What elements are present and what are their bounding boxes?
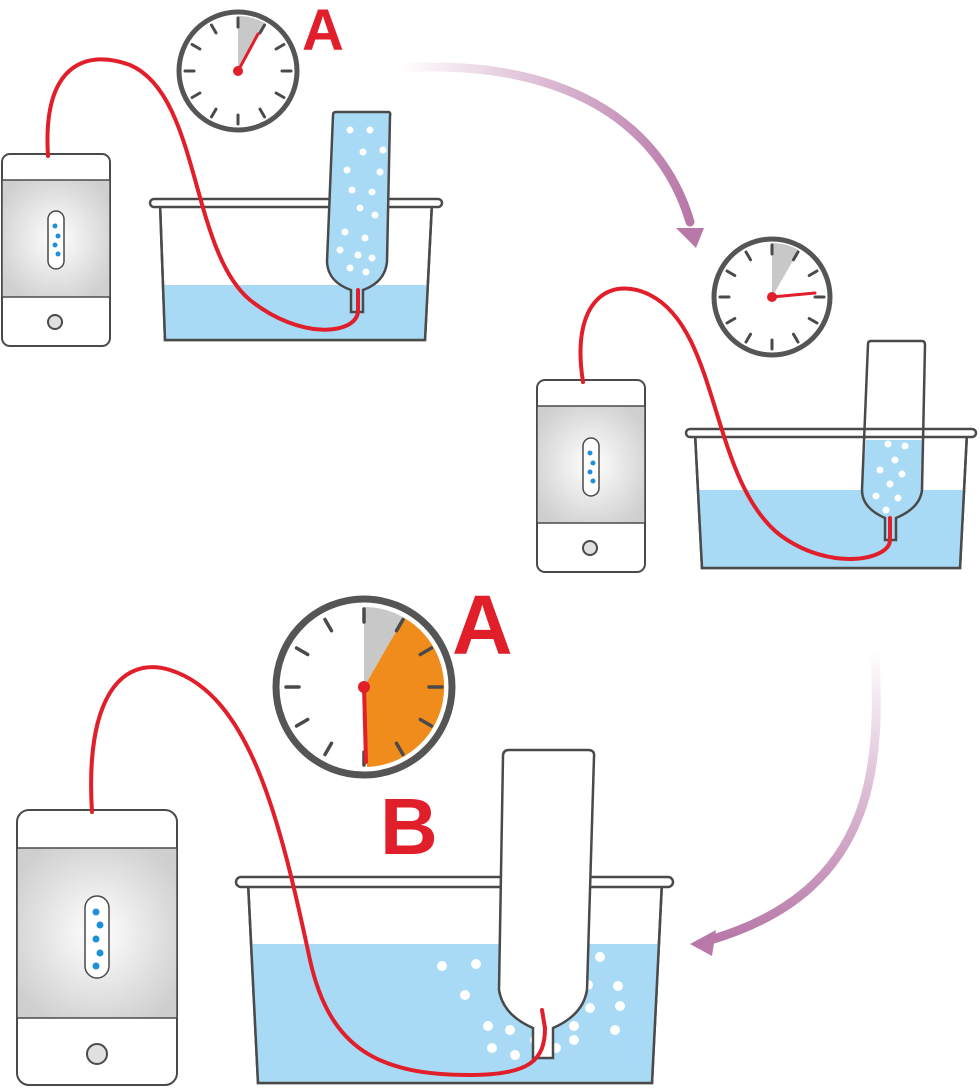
timer-label-b-3: B xyxy=(380,782,438,871)
water-basin-1 xyxy=(148,197,444,342)
generator-device-3 xyxy=(16,809,178,1086)
stopwatch-3 xyxy=(272,595,456,779)
inverted-bottle-2 xyxy=(860,339,927,542)
gas-tube-3 xyxy=(89,665,548,1078)
gas-tube-1 xyxy=(45,57,360,332)
generator-device-2 xyxy=(536,379,646,573)
generator-device-1 xyxy=(1,153,111,347)
stopwatch-1 xyxy=(176,9,300,133)
indicator-dots-1 xyxy=(52,223,61,257)
water-basin-3 xyxy=(234,875,675,1085)
flow-arrow-2 xyxy=(690,645,881,956)
inverted-bottle-1 xyxy=(325,110,392,314)
stage-1: A xyxy=(1,0,444,347)
inverted-bottle-3 xyxy=(497,748,596,1060)
gas-tube-2 xyxy=(578,286,892,561)
flow-arrow-1 xyxy=(395,62,704,248)
timer-label-a-3: A xyxy=(452,578,513,672)
stage-3: A B xyxy=(16,578,675,1086)
timer-label-a-1: A xyxy=(302,0,344,63)
stage-2 xyxy=(536,236,978,573)
gas-bubbles-2 xyxy=(872,440,909,514)
indicator-dots-2 xyxy=(587,450,596,484)
gas-bubbles-1 xyxy=(336,126,387,276)
indicator-dots-3 xyxy=(92,908,104,970)
stopwatch-2 xyxy=(711,236,833,358)
